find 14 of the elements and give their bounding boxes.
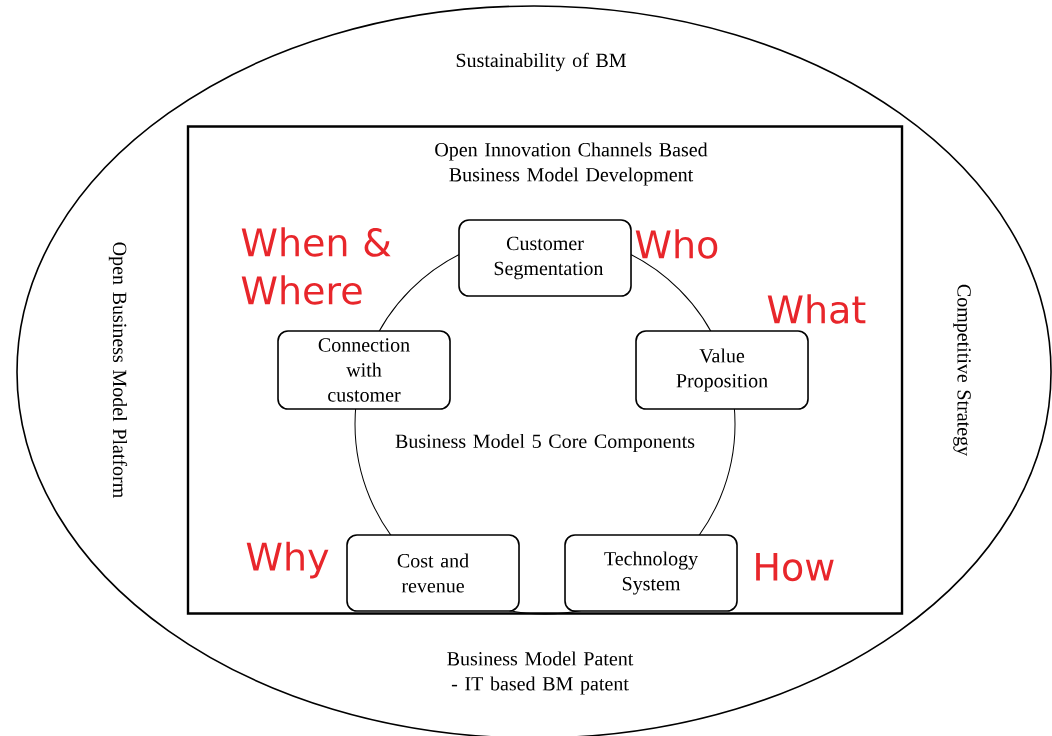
- ellipse-label: Open Business Model Platform: [108, 242, 128, 498]
- component-box: Value Proposition: [635, 330, 809, 410]
- question-word: When & Where: [241, 227, 391, 305]
- question-word: Who: [635, 229, 718, 259]
- ellipse-label: Sustainability of BM: [456, 52, 626, 72]
- component-box: Customer Segmentation: [458, 219, 632, 297]
- component-box: Cost and revenue: [346, 534, 520, 612]
- frame-title: Open Innovation Channels Based Business Model Development: [435, 142, 708, 186]
- component-box: Connection with customer: [277, 330, 451, 410]
- question-word: What: [767, 294, 866, 324]
- ellipse-label: Business Model Patent - IT based BM patent: [447, 651, 634, 695]
- ellipse-label: Competitive Strategy: [953, 284, 971, 457]
- component-box: Technology System: [564, 534, 738, 612]
- circle-label: Business Model 5 Core Components: [395, 433, 695, 453]
